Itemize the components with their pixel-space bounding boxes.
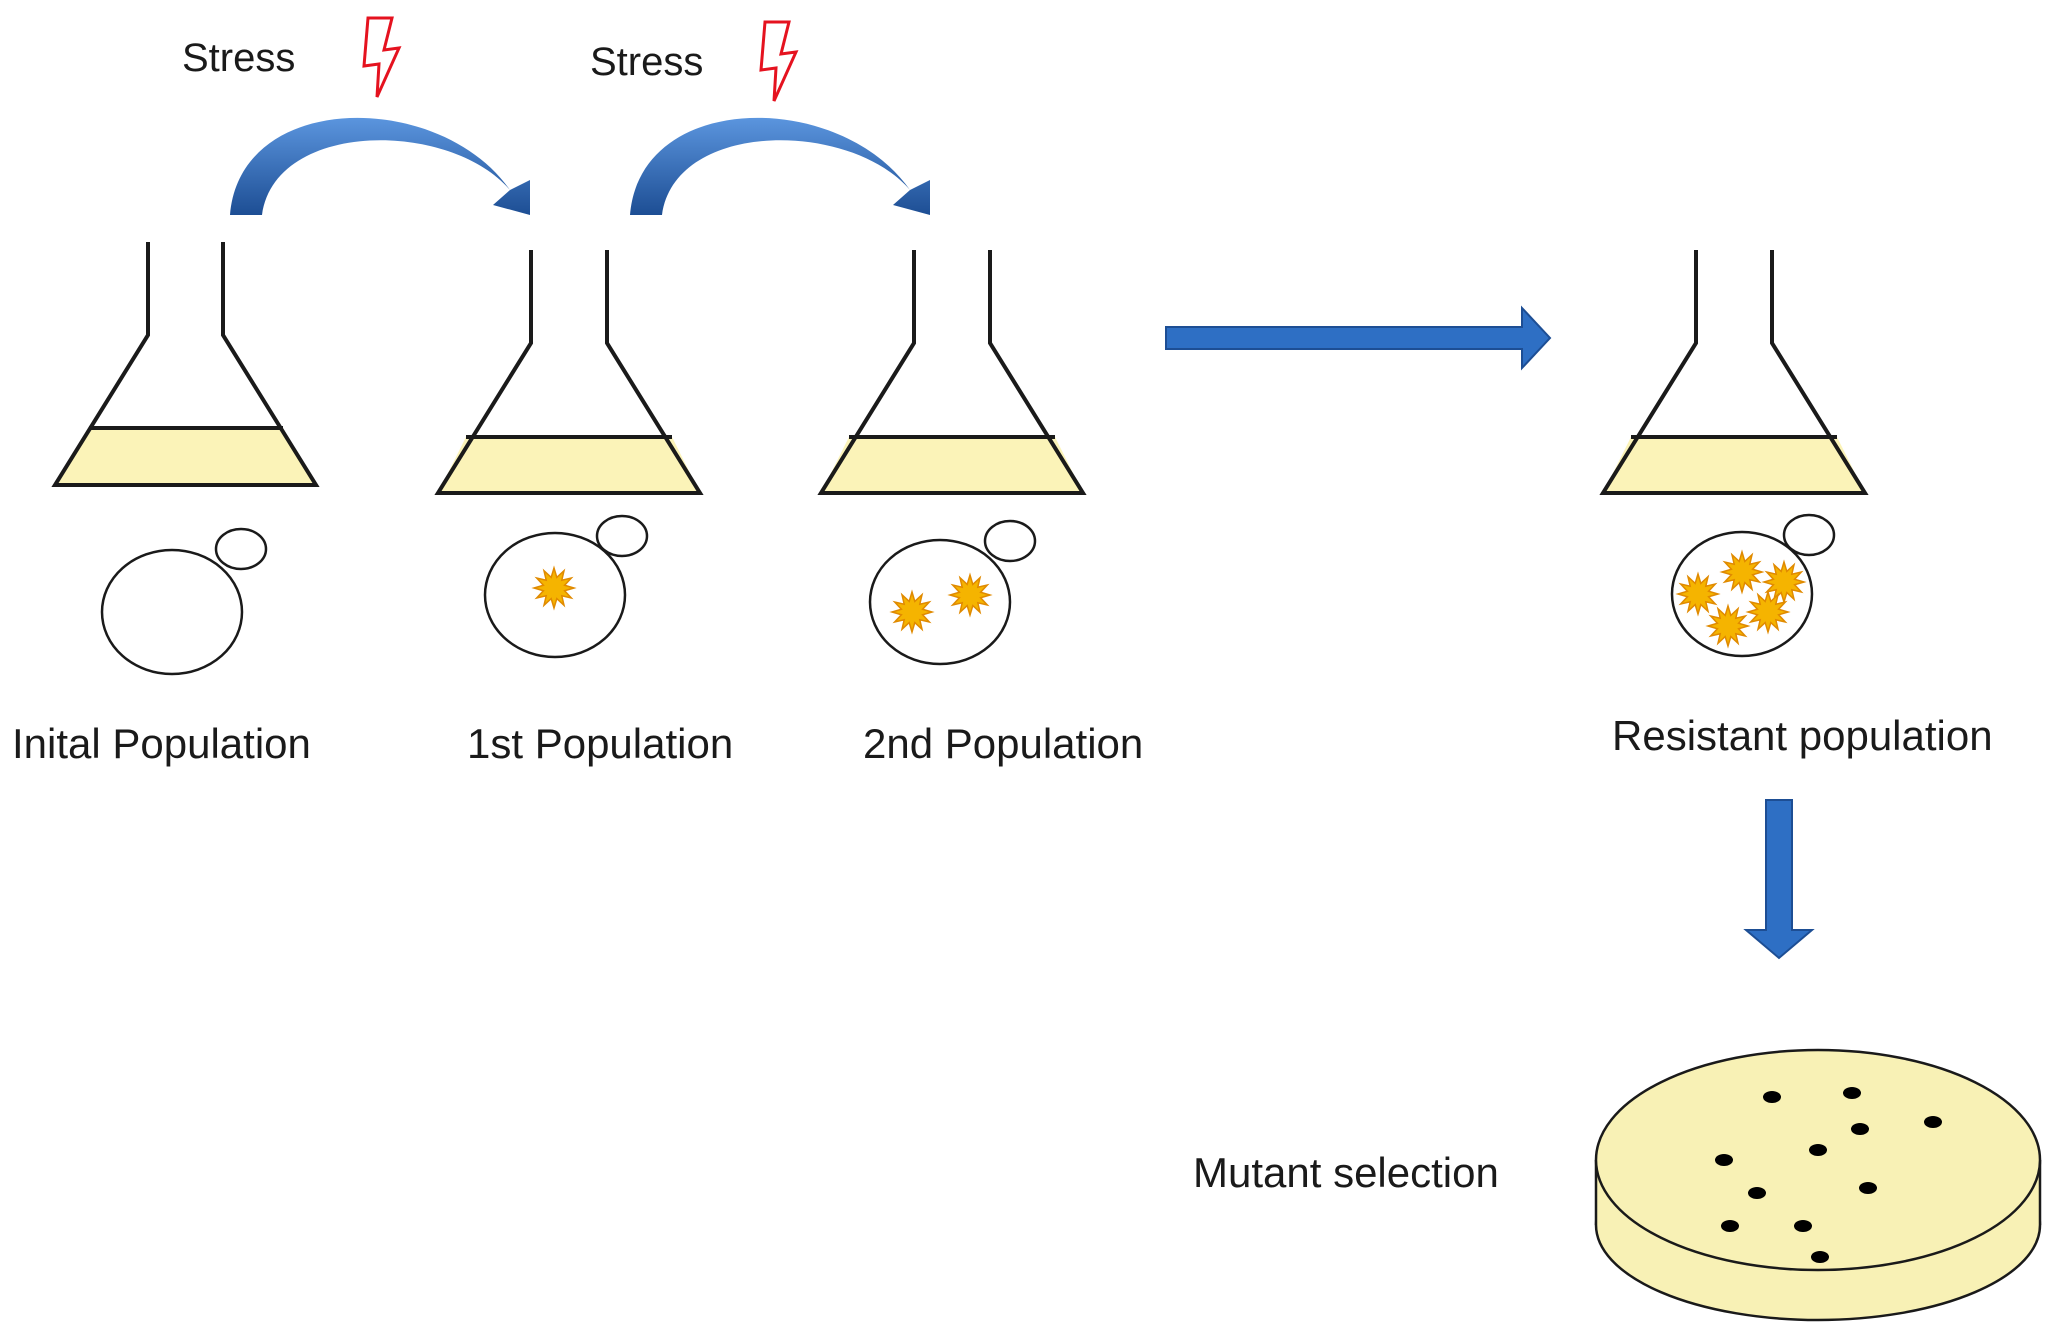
colony-dot	[1748, 1187, 1766, 1199]
colony-dot	[1851, 1123, 1869, 1135]
flask-resistant	[1599, 250, 1869, 495]
population-label-1st: 1st Population	[467, 720, 734, 767]
cell-1st	[483, 514, 649, 659]
colony-dot	[1809, 1144, 1827, 1156]
mutant-cell-icon	[889, 589, 935, 635]
mutant-cell-icon	[1745, 589, 1791, 635]
mutant-cell-icon	[1719, 549, 1765, 595]
lightning-icon-2	[759, 20, 799, 102]
colony-dot	[1763, 1091, 1781, 1103]
colony-dot	[1715, 1154, 1733, 1166]
curved-arrow-1	[230, 117, 530, 215]
mutant-cell-icon	[1705, 603, 1751, 649]
mutant-cell-icon	[947, 572, 993, 618]
colony-dot	[1794, 1220, 1812, 1232]
flask-2nd	[817, 250, 1087, 495]
cell-2nd	[868, 519, 1037, 666]
lightning-icon-1	[362, 16, 402, 98]
petri-plate	[1594, 1048, 2042, 1322]
right-arrow	[1165, 305, 1552, 371]
stress-label-2: Stress	[590, 40, 704, 84]
colony-dot	[1924, 1116, 1942, 1128]
population-label-initial: Inital Population	[12, 720, 311, 767]
mutant-selection-label: Mutant selection	[1193, 1149, 1499, 1196]
down-arrow	[1743, 799, 1815, 960]
flask-1st	[434, 250, 704, 495]
flask-initial	[51, 242, 320, 487]
curved-arrow-2	[630, 117, 930, 215]
stress-label-1: Stress	[182, 36, 296, 80]
colony-dot	[1843, 1087, 1861, 1099]
mutant-cell-icon	[531, 565, 577, 611]
colony-dot	[1811, 1251, 1829, 1263]
population-label-2nd: 2nd Population	[863, 720, 1144, 767]
mutant-cell-icon	[1675, 571, 1721, 617]
cell-initial	[100, 527, 268, 676]
mutant-cell-icon	[1761, 559, 1807, 605]
colony-dot	[1721, 1220, 1739, 1232]
colony-dot	[1859, 1182, 1877, 1194]
cell-resistant	[1670, 513, 1836, 658]
population-label-resistant: Resistant population	[1612, 712, 1993, 759]
